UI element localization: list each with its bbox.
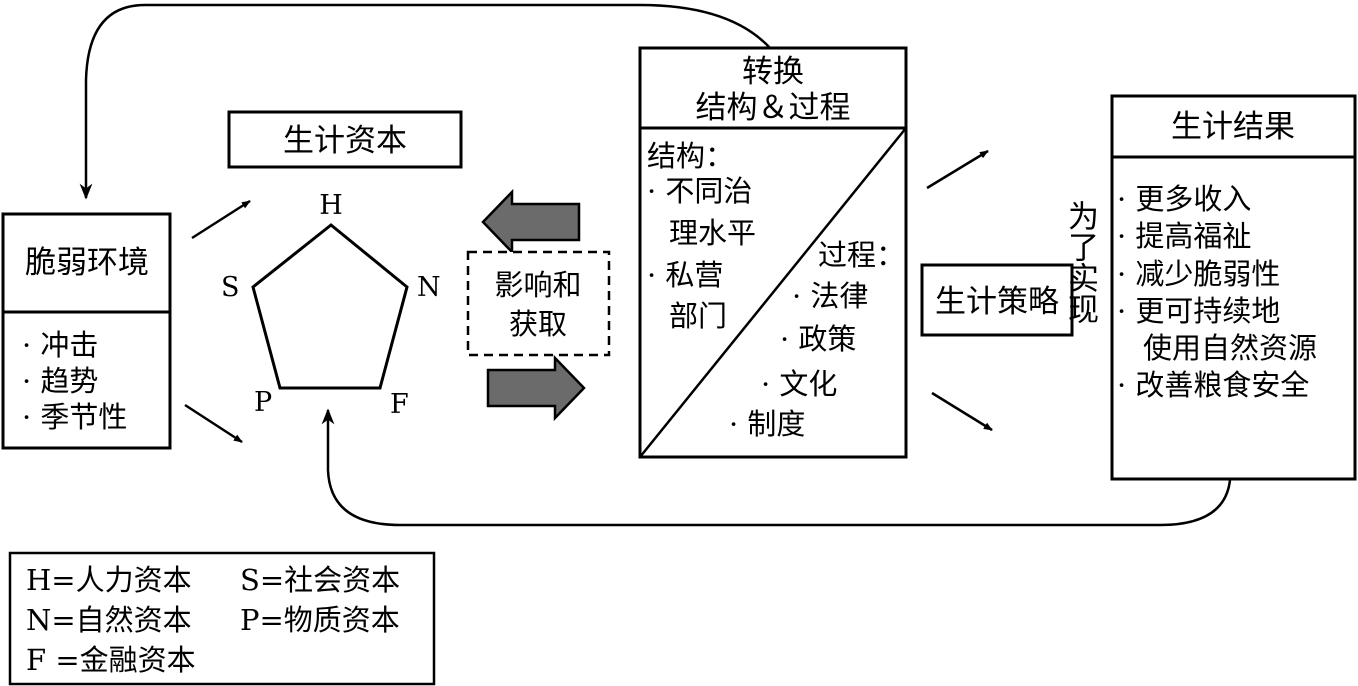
legend-entry: H=人力资本 (26, 563, 192, 597)
livelihood-strategy-box: 生计策略 (920, 263, 1074, 337)
outcome-item: · 更可持续地 (1117, 294, 1280, 328)
vulnerability-item: · 冲击 (22, 328, 98, 362)
transform-title-line2: 结构＆过程 (696, 90, 851, 126)
legend-entry: N=自然资本 (26, 603, 192, 637)
legend-entry: F =金融资本 (26, 643, 196, 677)
transform-to-outcomes-arrow-bottom (931, 391, 993, 432)
diagonal-divider (639, 127, 907, 458)
legend-entry: P=物质资本 (240, 603, 400, 637)
outcome-item: · 改善粮食安全 (1117, 368, 1309, 402)
outcome-item: · 提高福祉 (1117, 219, 1251, 253)
process-item: · 法律 (792, 279, 868, 313)
vulnerability-item: · 趋势 (22, 364, 98, 398)
vulnerability-context-box: 脆弱环境 · 冲击 · 趋势 · 季节性 (1, 212, 172, 450)
structure-label: 结构： (647, 139, 734, 173)
influence-line1: 影响和 (494, 268, 581, 302)
structure-item: 理水平 (669, 216, 756, 250)
legend-entry: S=社会资本 (240, 563, 400, 597)
outcome-item: 使用自然资源 (1143, 331, 1317, 365)
vulnerability-to-capital-arrow-top (191, 199, 251, 240)
vertex-n-label: N (417, 272, 441, 303)
influence-access-box: 影响和 获取 (466, 250, 611, 357)
structure-item: · 不同治 (647, 174, 752, 208)
vertex-s-label: S (221, 272, 240, 303)
vulnerability-title: 脆弱环境 (25, 245, 149, 281)
outcomes-title: 生计结果 (1171, 109, 1295, 145)
transforming-structures-box: 转换 结构＆过程 结构： · 不同治 理水平 · 私营 部门 过程： · 法律 … (638, 46, 908, 459)
livelihood-outcomes-box: 生计结果 · 更多收入 · 提高福祉 · 减少脆弱性 · 更可持续地 使用自然资… (1110, 94, 1357, 481)
process-item: · 文化 (761, 367, 837, 401)
process-label: 过程： (818, 238, 905, 272)
outcome-item: · 更多收入 (1117, 182, 1251, 216)
vertex-h-label: H (319, 190, 343, 221)
structure-item: · 私营 (647, 258, 723, 292)
legend-box: H=人力资本 S=社会资本 N=自然资本 P=物质资本 F =金融资本 (8, 551, 436, 686)
vertex-p-label: P (254, 387, 272, 418)
vulnerability-item: · 季节性 (22, 400, 127, 434)
vulnerability-to-capital-arrow-bottom (184, 403, 243, 444)
influence-arrow-right (486, 354, 586, 422)
influence-arrow-left (481, 188, 581, 256)
capital-title: 生计资本 (283, 123, 407, 159)
livelihood-capital: 生计资本 H N F P S (221, 110, 463, 420)
bottom-feedback-arrow (321, 408, 1232, 527)
strategy-title: 生计策略 (935, 284, 1059, 320)
transform-to-outcomes-arrow-top (926, 149, 989, 190)
top-feedback-arrow (79, 3, 771, 200)
outcome-item: · 减少脆弱性 (1117, 257, 1280, 291)
process-item: · 政策 (780, 322, 856, 356)
structure-item: 部门 (669, 299, 727, 333)
process-item: · 制度 (729, 407, 805, 441)
vertex-f-label: F (390, 389, 409, 420)
transform-title-line1: 转换 (742, 54, 804, 90)
capital-pentagon (251, 223, 409, 390)
influence-line2: 获取 (509, 307, 567, 341)
purpose-vertical-text: 为了实现 (1062, 200, 1098, 324)
